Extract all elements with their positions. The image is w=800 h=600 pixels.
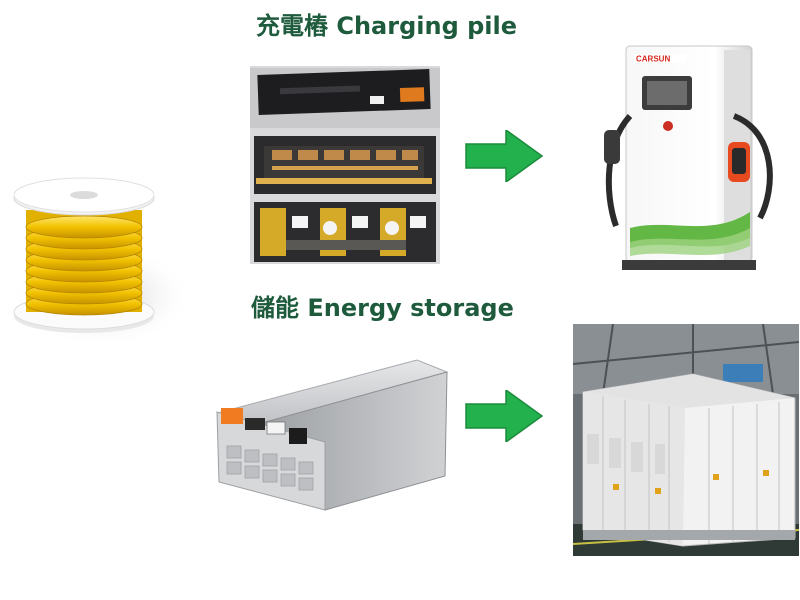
charger-brand-text: CARSUN: [636, 55, 670, 64]
heading-energy-storage: 儲能 Energy storage: [251, 294, 514, 322]
cable-spool-image: [6, 176, 192, 352]
arrow-right-icon: [464, 388, 544, 444]
battery-pack-image: [205, 350, 450, 515]
arrow-right-icon: [464, 128, 544, 184]
battery-module-photo: [250, 66, 440, 264]
heading-charging-pile: 充電樁 Charging pile: [256, 12, 518, 40]
energy-storage-container-photo: [573, 324, 799, 556]
ev-charger-image: CARSUN: [600, 42, 780, 274]
